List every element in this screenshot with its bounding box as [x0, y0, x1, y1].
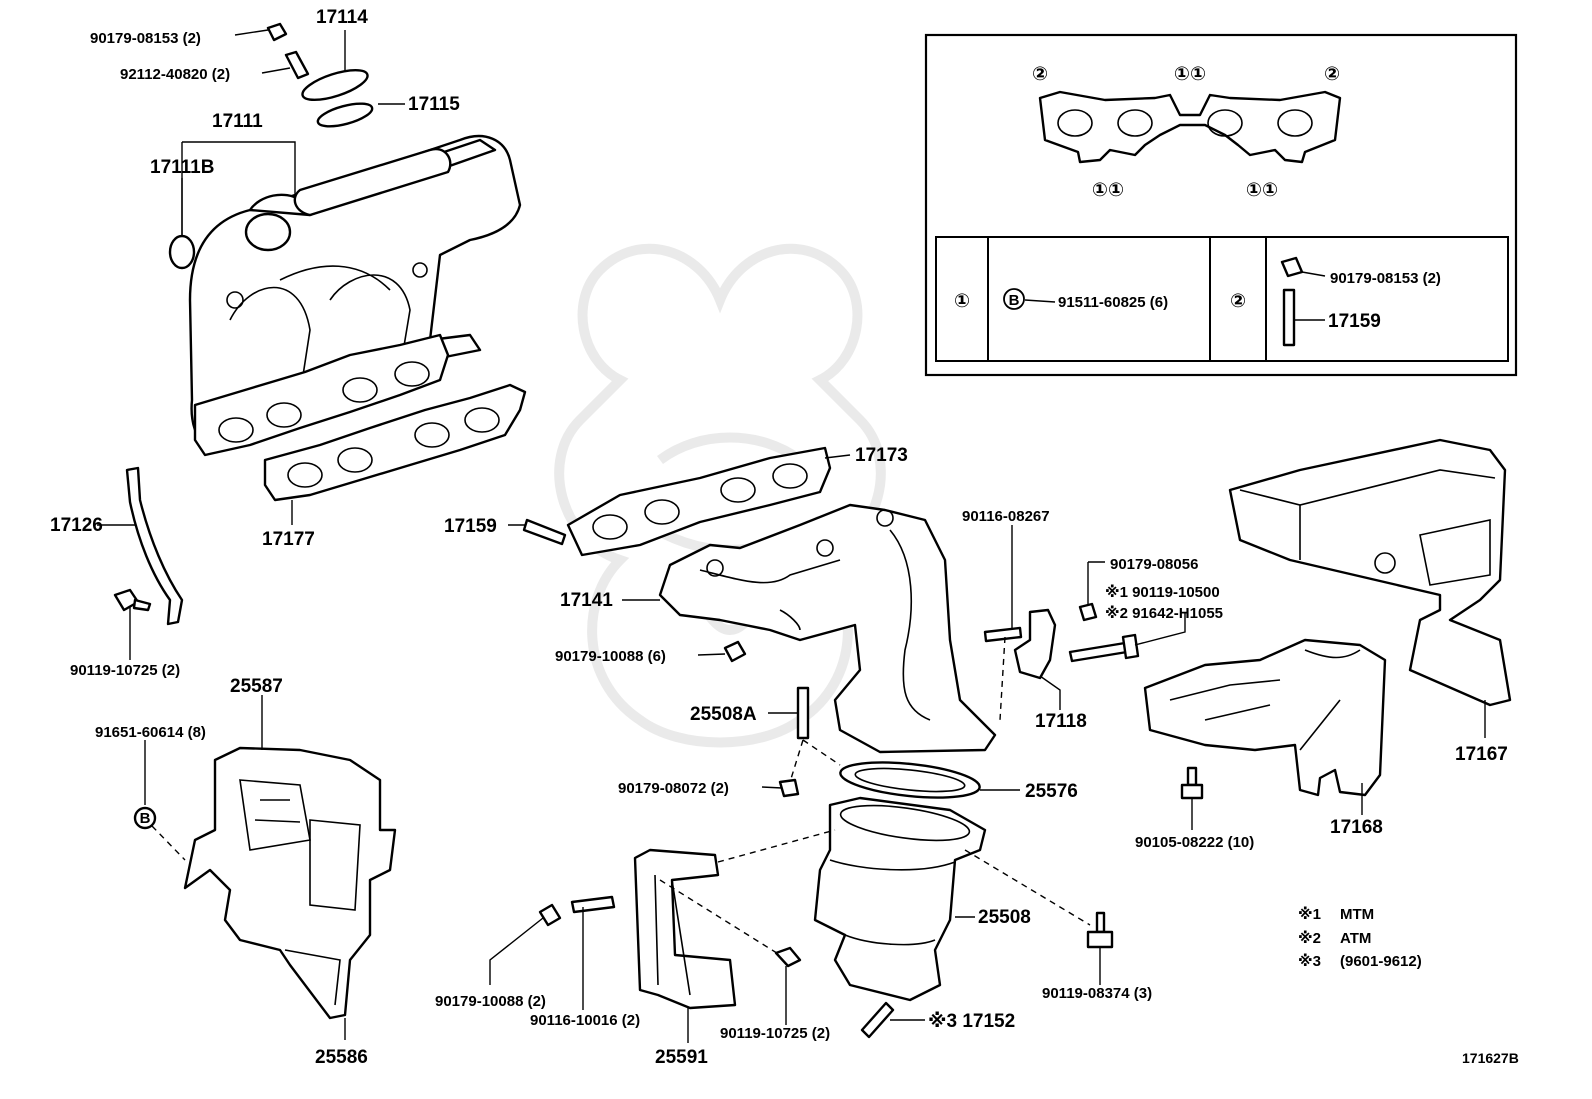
catalytic-converter-25508 — [813, 796, 987, 1002]
label-91651-60614: 91651-60614 (8) — [95, 724, 206, 741]
label-17159: 17159 — [444, 516, 497, 537]
label-90179-10088-b: 90179-10088 (2) — [435, 993, 546, 1010]
manifold-flange-17111 — [193, 333, 450, 457]
label-17114: 17114 — [316, 7, 368, 28]
bolt-symbol-b — [133, 806, 157, 830]
note-text-1: MTM — [1340, 906, 1374, 923]
label-17111b: 17111B — [150, 157, 214, 178]
label-90119-10725-b: 90119-10725 (2) — [720, 1025, 830, 1042]
notes-legend: ※1 MTM ※2 ATM ※3 (9601-9612) — [1298, 905, 1422, 970]
bolt-90119-08374 — [1086, 911, 1114, 949]
nut-90179-08072 — [778, 778, 800, 798]
diagram-reference-code: 171627B — [1462, 1050, 1519, 1066]
inset-fastener-table: ① B 91511-60825 (6) ② 90179-08153 (2) 17… — [935, 236, 1509, 362]
bracket-17126 — [125, 466, 184, 626]
label-25576: 25576 — [1025, 781, 1078, 802]
label-17173: 17173 — [855, 445, 908, 466]
gasket-17115 — [316, 102, 374, 128]
nut-90179-10088-b — [538, 903, 562, 927]
stay-17118 — [1013, 608, 1057, 680]
heat-insulator-17167 — [1228, 438, 1512, 707]
heat-insulator-25587 — [183, 746, 397, 1020]
intake-manifold-17111 — [188, 134, 522, 452]
note-text-2: ATM — [1340, 930, 1371, 947]
label-90179-08072: 90179-08072 (2) — [618, 780, 729, 797]
label-17167: 17167 — [1455, 744, 1508, 765]
gasket-17173 — [566, 446, 832, 557]
stud-17152 — [860, 1001, 895, 1039]
table-mark-1: ① — [954, 291, 970, 312]
label-17152: ※3 17152 — [928, 1011, 1015, 1032]
label-17118: 17118 — [1035, 711, 1087, 732]
table-b-symbol-circle — [1003, 288, 1025, 310]
inset-mark-bottom-right: ①① — [1246, 180, 1278, 201]
nut-90179-08153 — [266, 22, 288, 42]
label-b-symbol: B — [140, 810, 151, 827]
label-17177: 17177 — [262, 529, 315, 550]
exhaust-manifold-17141 — [658, 503, 997, 754]
label-90105-08222: 90105-08222 (10) — [1135, 834, 1254, 851]
table-mark-2: ② — [1230, 291, 1246, 312]
label-25591: 25591 — [655, 1047, 708, 1068]
stud-90116-08267 — [983, 626, 1023, 643]
note-text-3: (9601-9612) — [1340, 953, 1422, 970]
label-25508a: 25508A — [690, 704, 757, 725]
label-90116-10016: 90116-10016 (2) — [530, 1012, 640, 1029]
table-part-90179-08153: 90179-08153 (2) — [1330, 270, 1441, 287]
note-key-3: ※3 — [1298, 952, 1321, 970]
label-17111: 17111 — [212, 111, 263, 132]
stud-17159 — [522, 518, 567, 546]
stud-92112-40820 — [284, 50, 310, 80]
gasket-17114 — [301, 68, 369, 102]
label-90179-08056: 90179-08056 — [1110, 556, 1198, 573]
stud-25508a — [796, 686, 810, 740]
inset-mark-top-right: ② — [1324, 64, 1340, 85]
label-17126: 17126 — [50, 515, 103, 536]
label-25586: 25586 — [315, 1047, 368, 1068]
bracket-25591 — [633, 848, 737, 1010]
label-90116-08267: 90116-08267 — [962, 508, 1050, 525]
heat-insulator-17168 — [1143, 638, 1387, 797]
leader-lines — [97, 29, 1486, 1043]
gasket-25576 — [839, 761, 981, 799]
label-90119-10500: ※1 90119-10500 — [1105, 583, 1220, 601]
note-key-2: ※2 — [1298, 929, 1321, 947]
label-92112-40820: 92112-40820 (2) — [120, 66, 230, 83]
label-90119-10725-a: 90119-10725 (2) — [70, 662, 180, 679]
part-labels: 90179-08153 (2) 17114 92112-40820 (2) 17… — [50, 7, 1508, 1068]
bolt-90119-10500 — [1068, 633, 1140, 663]
nut-90179-08056 — [1078, 602, 1098, 622]
label-17115: 17115 — [408, 94, 460, 115]
inset-gasket-detail: ② ①① ② ①① ①① ① B 91511-60825 (6) ② 90179… — [924, 33, 1518, 377]
inset-gasket — [1038, 90, 1342, 164]
gasket-17177 — [263, 383, 527, 502]
table-b-symbol: B — [1009, 292, 1020, 309]
stud-90116-10016 — [570, 895, 616, 914]
label-17168: 17168 — [1330, 817, 1383, 838]
table-part-91511-60825: 91511-60825 (6) — [1058, 294, 1168, 311]
table-part-17159: 17159 — [1328, 311, 1381, 332]
nut-90179-10088-a — [723, 640, 747, 663]
bolt-90119-10725-a — [113, 588, 152, 612]
label-90119-08374: 90119-08374 (3) — [1042, 985, 1152, 1002]
note-key-1: ※1 — [1298, 905, 1321, 923]
inset-mark-top-center: ①① — [1174, 64, 1206, 85]
label-90179-08153: 90179-08153 (2) — [90, 30, 201, 47]
table-stud-icon — [1282, 288, 1296, 347]
label-25508: 25508 — [978, 907, 1031, 928]
bolt-90105-08222 — [1180, 766, 1204, 800]
bolt-90119-10725-b — [774, 946, 802, 968]
label-91642-h1055: ※2 91642-H1055 — [1105, 604, 1223, 622]
label-90179-10088-a: 90179-10088 (6) — [555, 648, 666, 665]
plug-17111b — [168, 234, 196, 270]
inset-mark-bottom-left: ①① — [1092, 180, 1124, 201]
label-25587: 25587 — [230, 676, 283, 697]
inset-mark-top-left: ② — [1032, 64, 1048, 85]
label-17141: 17141 — [560, 590, 613, 611]
